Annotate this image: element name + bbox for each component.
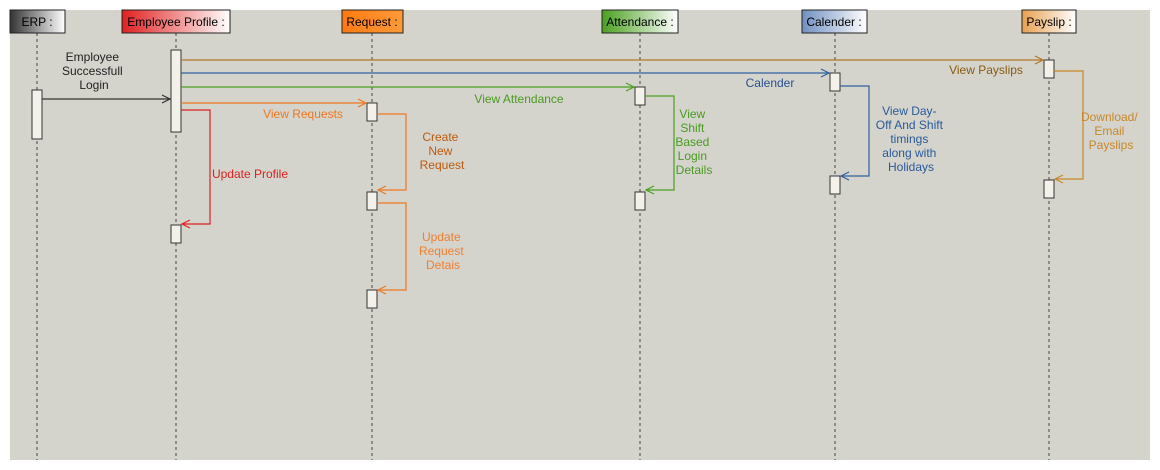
view-requests-arrow — [181, 98, 368, 108]
update-profile-arrow — [180, 109, 211, 229]
participant-request-label: Request : — [346, 15, 397, 29]
employee-profile-activation-update — [170, 224, 182, 244]
update-request-arrow — [376, 202, 407, 295]
participant-calender: Calender : — [801, 9, 868, 34]
participant-request: Request : — [341, 9, 404, 34]
payslip-detail-arrow — [1053, 70, 1084, 184]
attendance-detail-arrow — [644, 95, 675, 195]
participant-employee-profile-label: Employee Profile : — [127, 15, 224, 29]
participant-calender-label: Calender : — [806, 15, 861, 29]
payslip-activation-1 — [1043, 59, 1055, 79]
calender-label: Calender — [746, 76, 795, 90]
participant-employee-profile: Employee Profile : — [121, 9, 231, 34]
attendance-detail-label: View Shift Based Login Details — [675, 107, 712, 177]
attendance-activation-1 — [634, 86, 646, 106]
calender-detail-label: View Day- Off And Shift timings along wi… — [876, 104, 947, 174]
view-attendance-arrow — [181, 82, 636, 92]
activations — [31, 49, 1055, 309]
erp-activation — [31, 89, 43, 140]
payslip-activation-2 — [1043, 179, 1055, 199]
payslip-detail-label: Download/ Email Payslips — [1081, 110, 1141, 152]
update-request-label: Update Request Detais — [419, 230, 467, 272]
calender-arrow — [181, 68, 831, 78]
participant-erp-label: ERP : — [21, 15, 52, 29]
view-requests-label: View Requests — [263, 107, 343, 121]
view-attendance-label: View Attendance — [474, 92, 564, 106]
participant-payslip-label: Payslip : — [1026, 15, 1071, 29]
calender-activation-2 — [829, 175, 841, 195]
calender-detail-arrow — [839, 85, 870, 181]
view-payslips-label: View Payslips — [949, 63, 1023, 77]
diagram-background — [10, 10, 1150, 460]
employee-profile-activation — [170, 49, 182, 133]
request-activation-1 — [366, 102, 378, 122]
participant-payslip: Payslip : — [1021, 9, 1077, 34]
participant-attendance-label: Attendance : — [606, 15, 673, 29]
calender-activation-1 — [829, 72, 841, 92]
lifelines — [36, 33, 1050, 460]
login-arrow — [42, 94, 172, 104]
participant-attendance: Attendance : — [601, 9, 679, 34]
participant-erp: ERP : — [9, 9, 66, 34]
update-profile-label: Update Profile — [212, 167, 288, 181]
request-activation-2 — [366, 191, 378, 211]
request-activation-3 — [366, 289, 378, 309]
view-payslips-arrow — [181, 55, 1045, 65]
attendance-activation-2 — [634, 191, 646, 211]
create-request-arrow — [376, 113, 407, 195]
create-request-label: Create New Request — [420, 130, 465, 172]
login-label: Employee Successfull Login — [62, 50, 126, 92]
